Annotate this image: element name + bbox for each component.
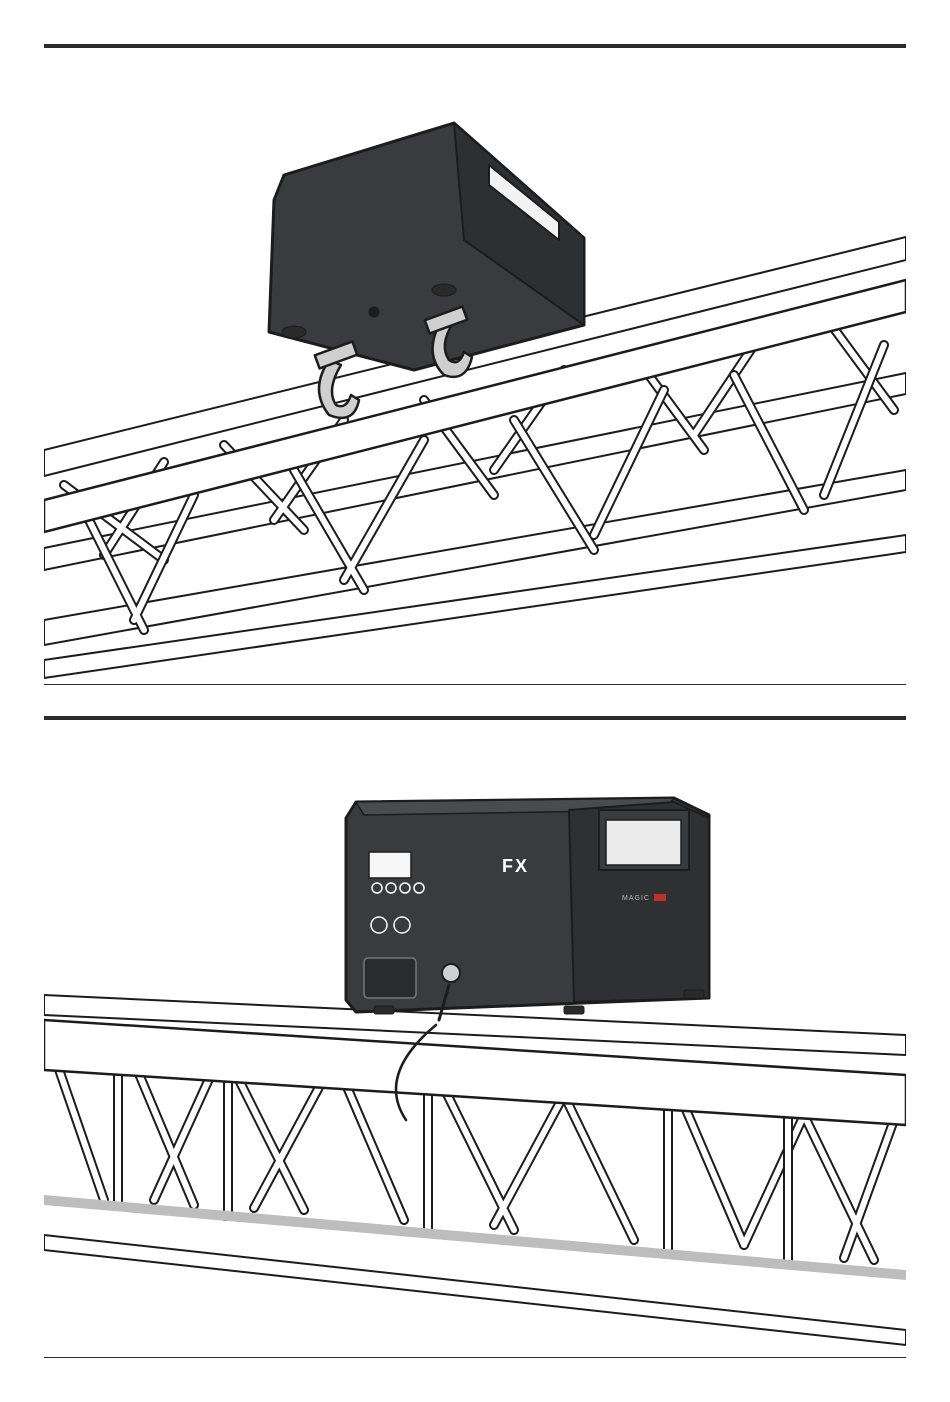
device-side-brand: MAGIC xyxy=(622,895,650,902)
top-section-bottom-rule xyxy=(44,684,906,685)
bottom-section-rule xyxy=(44,716,906,720)
figure-bottom-truss-mount: FX MAGIC xyxy=(44,780,906,1355)
bottom-section-bottom-rule xyxy=(44,1357,906,1358)
brand-accent-mark xyxy=(654,894,666,901)
figure-top-truss-mount xyxy=(44,90,906,690)
device-front-logo: FX xyxy=(502,856,529,876)
top-section-rule xyxy=(44,44,906,48)
truss-top-mount-illustration xyxy=(44,90,906,690)
truss-side-mount-illustration: FX MAGIC xyxy=(44,780,906,1355)
